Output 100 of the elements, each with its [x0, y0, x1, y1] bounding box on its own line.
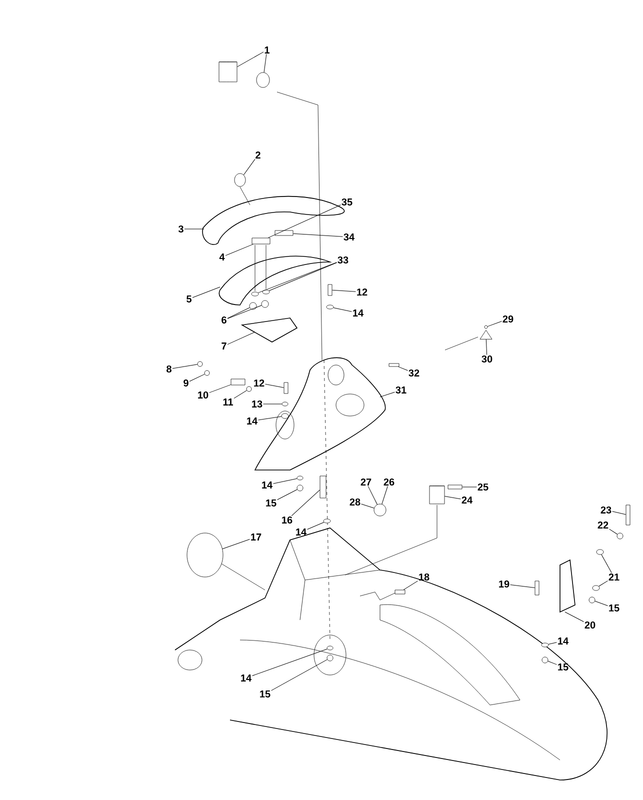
callout-number: 14 — [262, 482, 272, 488]
round-part — [197, 361, 203, 367]
callout-number: 4 — [219, 254, 225, 260]
callout-number: 18 — [419, 573, 430, 581]
leader-line — [444, 496, 461, 500]
round-part — [249, 302, 257, 310]
leader-line — [273, 478, 298, 484]
callout-number: 26 — [384, 478, 394, 486]
callout-number: 15 — [558, 664, 568, 670]
leader-line — [361, 504, 374, 508]
round-part — [281, 413, 289, 419]
round-part — [592, 585, 600, 591]
leader-line — [271, 659, 328, 691]
leader-line — [564, 612, 584, 622]
callout-number: 31 — [396, 386, 406, 394]
callout-number: 9 — [184, 379, 188, 387]
callout-number: 5 — [186, 296, 192, 302]
leader-line — [236, 52, 264, 68]
leader-line — [380, 392, 395, 398]
round-part — [326, 304, 334, 310]
callout-number: 14 — [296, 528, 306, 536]
round-part — [296, 484, 304, 492]
pin-part — [388, 363, 400, 367]
callout-number: 1 — [264, 46, 270, 54]
callout-number: 15 — [260, 690, 270, 698]
callout-number: 2 — [256, 152, 260, 158]
leader-line — [333, 308, 352, 312]
leader-line — [234, 390, 247, 399]
callout-number: 3 — [178, 225, 184, 233]
callout-number: 21 — [608, 574, 620, 580]
leader-line — [268, 204, 341, 238]
leader-line — [609, 528, 618, 535]
round-part — [588, 596, 596, 604]
pin-part — [320, 476, 326, 498]
round-part — [616, 532, 624, 540]
callout-number: 13 — [252, 400, 262, 408]
callout-number: 8 — [166, 365, 172, 373]
leader-line — [548, 642, 557, 644]
leader-line — [258, 262, 337, 294]
callout-number: 23 — [600, 506, 612, 514]
callout-number: 35 — [342, 198, 352, 206]
round-part — [542, 656, 548, 664]
callout-number: 14 — [241, 674, 252, 682]
leader-line — [368, 486, 378, 505]
leader-line — [252, 648, 328, 676]
pin-part — [328, 284, 332, 296]
callout-number: 30 — [482, 355, 492, 363]
leader-line — [398, 366, 408, 371]
round-part — [234, 173, 246, 187]
leader-line — [594, 600, 608, 606]
leader-line — [227, 305, 262, 319]
leader-line — [487, 321, 502, 327]
leader-line — [184, 228, 204, 230]
round-part — [246, 386, 252, 392]
leader-line — [548, 660, 557, 665]
round-part — [374, 504, 386, 516]
round-part — [596, 549, 604, 555]
cap-part — [429, 486, 445, 504]
round-part — [251, 292, 259, 296]
leader-line — [598, 580, 608, 587]
leader-line — [225, 244, 254, 256]
pin-part — [394, 590, 406, 594]
callout-number: 25 — [478, 483, 488, 491]
leader-line — [264, 54, 267, 73]
leader-line — [172, 364, 198, 369]
callout-number: 34 — [344, 233, 354, 241]
callout-number: 28 — [350, 498, 360, 506]
callout-number: 11 — [223, 398, 233, 406]
leader-line — [189, 374, 205, 382]
round-part — [323, 518, 331, 524]
leader-line — [209, 384, 232, 393]
callout-number: 14 — [353, 310, 364, 316]
leader-line — [192, 286, 220, 298]
cone-part — [480, 330, 492, 340]
callout-number: 27 — [360, 478, 372, 486]
leader-line — [227, 332, 256, 345]
pin-part — [284, 382, 288, 394]
leader-line — [222, 538, 250, 550]
round-part — [326, 654, 334, 662]
callout-number: 14 — [247, 418, 258, 424]
callout-number: 12 — [357, 288, 368, 296]
callout-number: 29 — [502, 315, 514, 323]
round-part — [186, 532, 224, 578]
round-part — [256, 72, 270, 88]
callout-number: 22 — [598, 522, 608, 528]
leader-line — [243, 158, 256, 176]
leader-line — [612, 511, 626, 515]
leader-line — [277, 489, 298, 500]
leader-line — [510, 584, 536, 588]
round-part — [484, 325, 488, 329]
callout-number: 16 — [282, 516, 292, 524]
round-part — [282, 402, 288, 406]
leader-line — [462, 486, 477, 488]
leader-line — [601, 554, 612, 574]
callout-number: 17 — [251, 534, 262, 540]
leader-line — [332, 290, 356, 292]
cap-part — [218, 62, 238, 82]
round-part — [204, 370, 210, 376]
pin-part — [448, 484, 462, 490]
callout-number: 19 — [499, 580, 510, 588]
